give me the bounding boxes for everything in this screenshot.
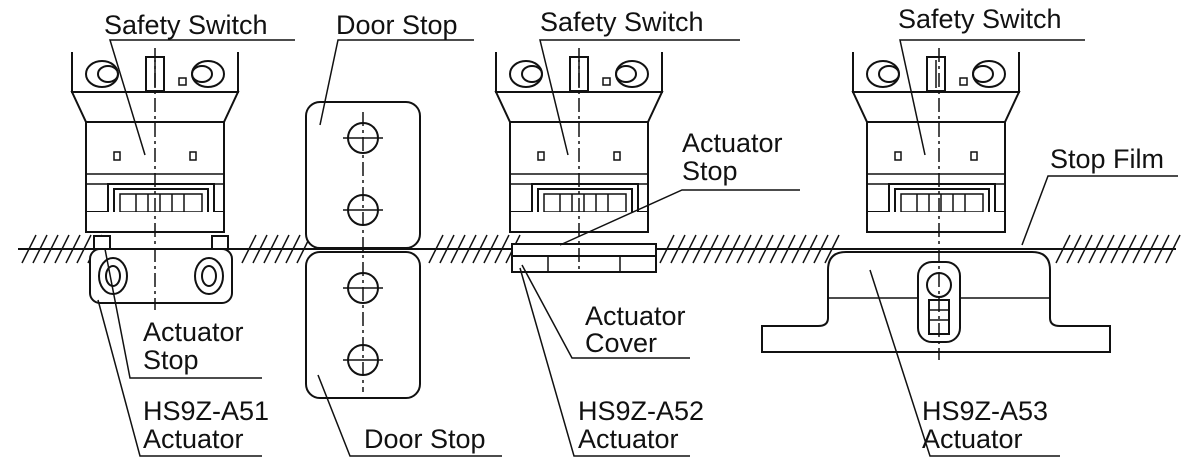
- label-actuator-cover-line1: Actuator: [585, 301, 686, 331]
- label-a51-actuator: Actuator: [143, 424, 244, 454]
- label-safety-switch-2: Safety Switch: [540, 7, 704, 37]
- surface-hatch: [1110, 234, 1126, 264]
- label-door-stop-bottom: Door Stop: [364, 424, 486, 454]
- surface-hatch: [483, 234, 499, 264]
- door-stop: [305, 101, 421, 399]
- surface-hatch: [1143, 234, 1159, 264]
- surface-hatch: [1088, 234, 1104, 264]
- surface-hatch: [1099, 234, 1115, 264]
- surface-hatch: [21, 234, 37, 264]
- surface-hatch: [461, 234, 477, 264]
- surface-hatch: [472, 234, 488, 264]
- leader-lines: [97, 39, 1178, 457]
- label-safety-switch-3: Safety Switch: [898, 4, 1062, 34]
- surface-hatch: [725, 234, 741, 264]
- surface-hatch: [1066, 234, 1082, 264]
- actuator-a52: [511, 243, 657, 273]
- surface-hatch: [1055, 234, 1071, 264]
- surface-hatch: [241, 234, 257, 264]
- surface-hatch: [1154, 234, 1170, 264]
- label-a53-model: HS9Z-A53: [922, 396, 1048, 426]
- surface-hatch: [494, 234, 510, 264]
- label-actuator-stop-1-line2: Stop: [143, 345, 199, 375]
- label-a53-actuator: Actuator: [922, 424, 1023, 454]
- label-actuator-stop-2-line1: Actuator: [682, 128, 783, 158]
- label-door-stop-top: Door Stop: [336, 10, 458, 40]
- label-a51-model: HS9Z-A51: [143, 396, 269, 426]
- surface-hatch: [43, 234, 59, 264]
- surface-hatch: [747, 234, 763, 264]
- surface-hatch: [714, 234, 730, 264]
- surface-hatch: [824, 234, 840, 264]
- surface-hatch: [681, 234, 697, 264]
- surface-hatch: [1077, 234, 1093, 264]
- surface-hatch: [780, 234, 796, 264]
- label-safety-switch-1: Safety Switch: [104, 10, 268, 40]
- surface-hatch: [274, 234, 290, 264]
- label-actuator-cover-line2: Cover: [585, 328, 657, 358]
- surface-hatch: [758, 234, 774, 264]
- surface-hatch: [736, 234, 752, 264]
- surface-hatch: [692, 234, 708, 264]
- surface-hatch: [76, 234, 92, 264]
- surface-hatch: [450, 234, 466, 264]
- surface-hatch: [32, 234, 48, 264]
- surface-hatch: [813, 234, 829, 264]
- actuator-a51: [89, 235, 233, 304]
- surface-hatch: [263, 234, 279, 264]
- surface-hatch: [54, 234, 70, 264]
- surface-hatch: [1132, 234, 1148, 264]
- label-stop-film: Stop Film: [1050, 144, 1164, 174]
- surface-hatch: [1165, 234, 1181, 264]
- label-actuator-stop-1-line1: Actuator: [143, 317, 244, 347]
- surface-hatch: [791, 234, 807, 264]
- surface-hatch: [802, 234, 818, 264]
- surface-hatch: [769, 234, 785, 264]
- surface-hatch: [659, 234, 675, 264]
- label-a52-model: HS9Z-A52: [578, 396, 704, 426]
- label-actuator-stop-2-line2: Stop: [682, 156, 738, 186]
- surface-hatch: [703, 234, 719, 264]
- surface-hatch: [439, 234, 455, 264]
- surface-hatch: [670, 234, 686, 264]
- label-a52-actuator: Actuator: [578, 424, 679, 454]
- actuator-a53: [761, 251, 1111, 353]
- safety-switch-3: [852, 51, 1020, 233]
- surface-hatch: [65, 234, 81, 264]
- surface-hatch: [252, 234, 268, 264]
- surface-hatch: [285, 234, 301, 264]
- surface-hatch: [1121, 234, 1137, 264]
- surface-hatch: [428, 234, 444, 264]
